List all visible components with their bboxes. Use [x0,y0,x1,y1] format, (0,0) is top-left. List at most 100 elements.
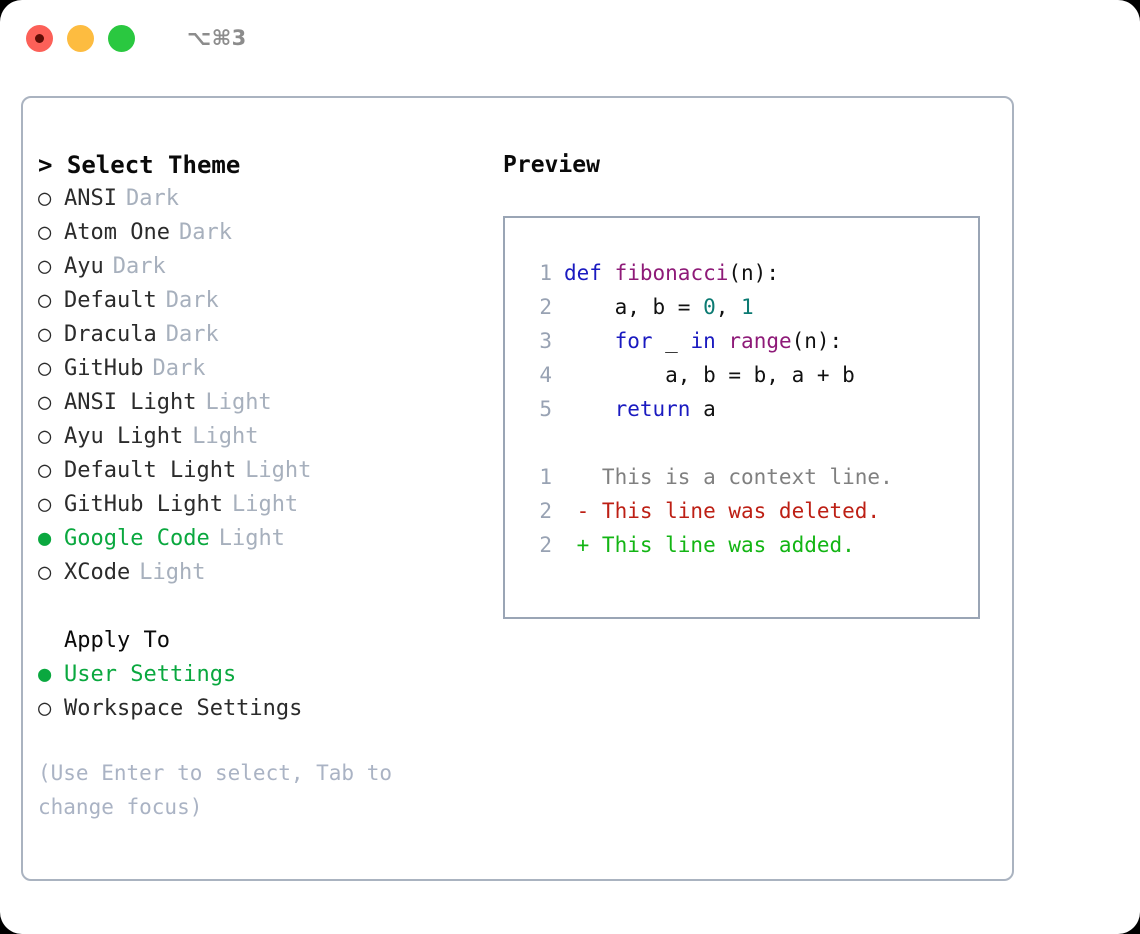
radio-selected-icon: ● [38,526,52,551]
theme-name-label: ANSI [64,186,117,211]
theme-variant-label: Light [231,492,299,517]
radio-unselected-icon: ○ [38,356,52,381]
code-token-num: 0 [703,295,716,319]
code-token-plain [602,256,615,290]
keyboard-hint-text: (Use Enter to select, Tab to change focu… [38,761,393,819]
code-token-kw: for [614,329,653,353]
theme-variant-label: Light [205,390,272,415]
theme-option-github-light[interactable]: ○ GitHub Light Light [38,488,498,522]
apply-to-list: ●User Settings○Workspace Settings [38,658,498,726]
code-token-plain [564,392,615,426]
code_lines-line: 4 a, b = b, a + b [522,358,972,392]
theme-option-atom-one[interactable]: ○ Atom One Dark [38,216,498,250]
theme-variant-label: Light [192,424,259,449]
theme-name-label: ANSI Light [64,390,197,415]
code-token-plain: a, b = [564,295,704,319]
line-number: 4 [539,363,552,387]
theme-variant-label: Dark [152,356,206,381]
code-token-num: 1 [741,295,754,319]
code-token-plain: a, b = b, a + b [564,363,855,387]
keyboard-shortcut-label: ⌥⌘3 [187,26,247,50]
code-token-plain [716,324,729,358]
apply-to-option-user-settings[interactable]: ●User Settings [38,658,498,692]
theme-name-label: Ayu [64,254,104,279]
diff_lines-line: 1 This is a context line. [522,460,972,494]
radio-unselected-icon: ○ [38,458,52,483]
radio-unselected-icon: ○ [38,390,52,415]
theme-name-label: Atom One [64,220,170,245]
minimize-window-button[interactable] [67,24,94,52]
theme-variant-label: Light [218,526,285,551]
line-number: 5 [539,397,552,421]
theme-picker-header: > Select Theme [38,151,241,179]
apply-to-section: Apply To ●User Settings○Workspace Settin… [38,624,498,726]
theme-option-ansi-light[interactable]: ○ ANSI Light Light [38,386,498,420]
code_lines-line: 2 a, b = 0, 1 [522,290,972,324]
theme-option-github[interactable]: ○ GitHub Dark [38,352,498,386]
radio-unselected-icon: ○ [38,254,52,279]
preview-header: Preview [503,152,600,178]
theme-variant-label: Dark [165,288,219,313]
theme-name-label: Ayu Light [64,424,184,449]
radio-unselected-icon: ○ [38,560,52,585]
line-number: 1 [539,465,552,489]
theme-name-label: GitHub Light [64,492,223,517]
code-token-plain: , [715,295,742,319]
code-token-kw: in [690,329,716,353]
radio-unselected-icon: ○ [38,322,52,347]
maximize-window-button[interactable] [108,24,135,52]
line-number: 2 [539,533,552,557]
line-number: 2 [539,295,552,319]
radio-unselected-icon: ○ [38,492,52,517]
theme-option-dracula[interactable]: ○ Dracula Dark [38,318,498,352]
theme-variant-label: Light [139,560,206,585]
theme-name-label: XCode [64,560,131,585]
code_lines-line: 5 return a [522,392,972,426]
diff_lines-line: 2 - This line was deleted. [522,494,972,528]
line-number: 3 [539,329,552,353]
theme-option-default[interactable]: ○ Default Dark [38,284,498,318]
theme-variant-label: Dark [165,322,219,347]
theme-name-label: GitHub [64,356,144,381]
apply-to-header: Apply To [64,628,170,653]
code-token-del: - This line was deleted. [564,499,881,523]
theme-name-label: Default Light [64,458,237,483]
code-token-fn: fibonacci [614,261,729,285]
close-window-button[interactable] [26,24,53,52]
theme-name-label: Dracula [64,322,157,347]
diff_lines-line: 2 + This line was added. [522,528,972,562]
code-token-plain: _ [652,329,691,353]
code-token-fn: range [728,329,792,353]
code-token-plain: (n): [791,329,843,353]
code-blank-line [522,426,972,460]
radio-unselected-icon: ○ [38,220,52,245]
code-token-add: + This line was added. [564,533,855,557]
theme-name-label: Default [64,288,157,313]
theme-variant-label: Dark [178,220,232,245]
radio-unselected-icon: ○ [38,696,52,721]
apply-to-option-workspace-settings[interactable]: ○Workspace Settings [38,692,498,726]
code-token-ctx: This is a context line. [564,465,893,489]
code-token-kw: return [614,397,691,421]
apply-to-label: User Settings [64,662,237,687]
code-token-plain: a [690,397,716,421]
radio-unselected-icon: ○ [38,288,52,313]
window-titlebar: ⌥⌘3 [0,0,1140,76]
code-token-plain: (n): [728,261,779,285]
theme-option-xcode[interactable]: ○ XCode Light [38,556,498,590]
line-number: 1 [539,261,552,285]
code_lines-line: 3 for _ in range(n): [522,324,972,358]
